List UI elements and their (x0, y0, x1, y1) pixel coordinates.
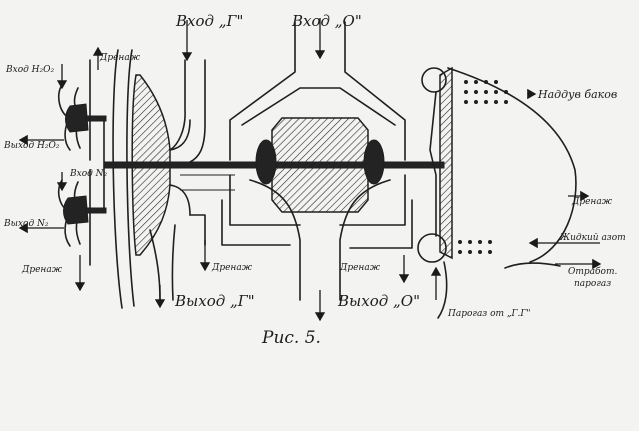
h2o2-impeller (65, 103, 89, 133)
label-outlet-o: Выход „О" (337, 292, 420, 310)
figure-caption: Рис. 5. (261, 328, 321, 348)
turbine-disc (439, 66, 453, 260)
ox-drain-left-line (221, 199, 291, 246)
fuel-outlet-duct-right (171, 224, 176, 301)
label-outlet-n2: Выход N₂ (3, 219, 49, 229)
ox-seal-left (255, 139, 277, 185)
label-outlet-g: Выход „Г" (174, 292, 255, 310)
oxidizer-pump-o (221, 21, 413, 301)
ox-housing-left-bottom (229, 174, 301, 226)
ox-impeller (271, 117, 369, 213)
ox-seal-right (363, 139, 385, 185)
small-pumps-section (58, 59, 107, 266)
label-drain-top-left: Дренаж (99, 53, 141, 63)
label-inlet-h2o2: Вход H₂O₂ (5, 65, 55, 75)
turbine (417, 66, 577, 319)
ox-inner-top (241, 87, 396, 126)
n2-shaft (85, 207, 107, 214)
label-liquid-nitrogen: Жидкий азот (559, 233, 626, 243)
label-inlet-n2: Вход N₂ (69, 169, 108, 179)
turbine-nozzle-ring-bottom (417, 233, 447, 263)
ox-outlet-left (249, 179, 301, 301)
label-drain-right: Дренаж (571, 197, 613, 207)
label-steam-gas-gg: Парогаз от „Г.Г" (447, 309, 530, 319)
turbine-outer-casing (447, 67, 577, 263)
turbine-dots-bottom (458, 240, 492, 254)
turbine-nozzle-ring-top (421, 67, 447, 93)
ox-outlet-right (339, 179, 391, 301)
label-inlet-o: Вход „О" (291, 12, 362, 30)
label-inlet-g: Вход „Г" (175, 12, 243, 30)
fuel-pump-drain-line (189, 214, 206, 246)
label-tank-pressurization: Наддув баков (537, 88, 617, 101)
gg-inlet-duct (437, 261, 448, 319)
label-drain-center-right: Дренаж (339, 263, 381, 273)
turbine-stator (429, 91, 437, 237)
label-exhaust-line2: парогаз (574, 279, 611, 289)
ox-housing-right-bottom (339, 174, 406, 226)
ox-housing-right-top (344, 21, 406, 161)
label-drain-left: Дренаж (21, 265, 63, 275)
turbine-dots-top (464, 80, 508, 104)
fuel-pump-inlet-curve-lower (169, 184, 191, 216)
label-outlet-h2o2: Выход H₂O₂ (3, 141, 60, 151)
label-drain-center-left: Дренаж (211, 263, 253, 273)
fuel-pump-inlet-curve (169, 119, 191, 151)
fuel-inlet-duct-left (169, 59, 186, 151)
fuel-pump-g (112, 49, 206, 309)
exhaust-duct (504, 262, 561, 269)
fuel-pump-outer-wall (112, 49, 123, 309)
fuel-inlet-duct-right (189, 59, 206, 163)
ox-drain-right-line (349, 199, 413, 249)
n2-impeller (63, 195, 89, 225)
h2o2-shaft (85, 115, 107, 122)
label-exhaust-line1: Отработ. (568, 266, 617, 277)
ox-housing-left-top (229, 21, 296, 161)
